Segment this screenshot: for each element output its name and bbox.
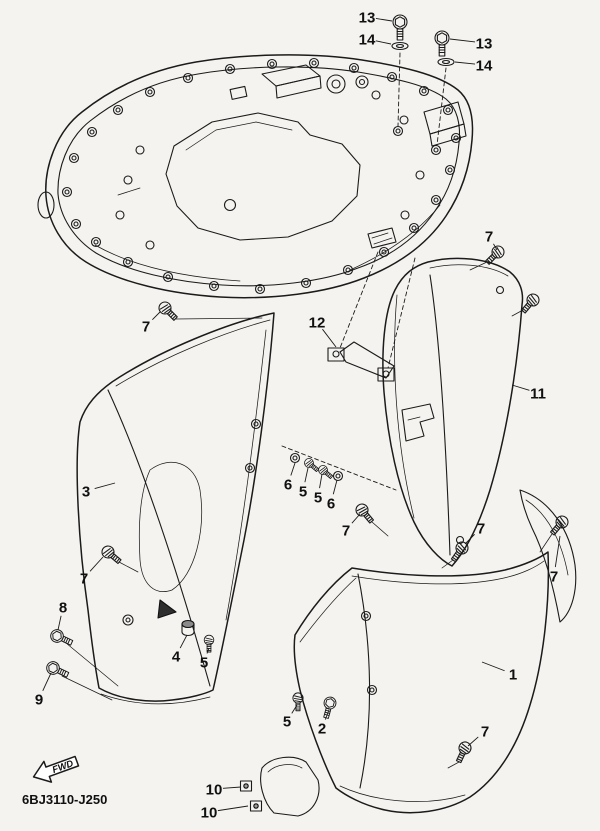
callout-7: 7 [485, 228, 493, 245]
nut-6-glyph [289, 452, 301, 464]
callout-6: 6 [284, 476, 292, 493]
callout-5: 5 [200, 654, 208, 671]
callout-11: 11 [530, 385, 546, 402]
callout-13: 13 [359, 9, 376, 26]
callout-13: 13 [476, 35, 493, 52]
bolt-13-glyph [434, 30, 450, 57]
callout-7: 7 [550, 568, 558, 585]
orientation-mark [157, 599, 177, 619]
leader-line [206, 647, 210, 654]
leader-line [89, 556, 104, 572]
leader-line [449, 38, 476, 43]
fwd-arrow: FWD [32, 755, 80, 783]
callout-6: 6 [327, 495, 335, 512]
washer-14-glyph [437, 57, 455, 67]
leader-line [351, 513, 361, 524]
callout-12: 12 [309, 314, 326, 331]
bolt-2-glyph [319, 695, 338, 720]
screw-5-glyph [302, 456, 321, 475]
leader-line [375, 40, 392, 45]
side-cover-port-3 [76, 312, 275, 705]
callout-7: 7 [80, 570, 88, 587]
clip-nut-10-glyph [239, 780, 253, 792]
callout-9: 9 [35, 691, 43, 708]
callout-3: 3 [82, 483, 90, 500]
clip-nut-10-glyph [249, 800, 263, 812]
bottom-corner-piece [260, 756, 320, 817]
side-cover-starboard-11 [382, 257, 524, 567]
callout-14: 14 [359, 31, 376, 48]
callout-4: 4 [172, 648, 181, 665]
leader-line [454, 61, 476, 65]
callout-2: 2 [318, 720, 326, 737]
leader-line [481, 661, 505, 672]
mount-bracket-12 [327, 341, 395, 382]
leader-line [554, 535, 561, 568]
callout-8: 8 [59, 599, 67, 616]
assembly-line-bolt13a [397, 52, 401, 127]
leader-line [464, 534, 475, 545]
bottom-cover-1 [293, 551, 550, 814]
callout-7: 7 [481, 723, 489, 740]
leader-line [94, 482, 116, 490]
assembly-line-bracket-right [387, 257, 416, 369]
leader-line [217, 805, 249, 812]
fwd-arrow-shape [32, 755, 80, 783]
leader-line [179, 634, 188, 649]
part-code: 6BJ3110-J250 [22, 792, 107, 807]
bottom-cowling-pan [37, 54, 474, 299]
leader-line [304, 467, 309, 483]
screw-5-glyph [203, 634, 215, 653]
callout-7: 7 [477, 520, 485, 537]
assembly-line-fasteners [281, 445, 397, 491]
bolt-13-glyph [392, 14, 408, 41]
leader-line [291, 704, 298, 714]
leader-line [152, 311, 161, 320]
leader-line [290, 462, 296, 476]
callout-1: 1 [509, 666, 517, 683]
fwd-label: FWD [51, 758, 75, 776]
leader-line [511, 384, 530, 391]
bolt-8-glyph [48, 627, 75, 650]
leader-line [324, 709, 330, 720]
leader-line [493, 243, 498, 251]
screw-7-glyph [547, 512, 572, 538]
leader-line [467, 736, 479, 747]
leader-line [375, 17, 393, 22]
leader-line [222, 786, 242, 789]
leader-line [57, 615, 62, 631]
cover-edge-panel [519, 489, 577, 623]
assembly-line-bracket-left [339, 251, 379, 349]
screw-5-glyph [316, 463, 335, 482]
leader-line [332, 479, 338, 495]
leader-line [42, 672, 52, 692]
callout-10: 10 [201, 804, 218, 821]
leader-line [322, 328, 337, 348]
nut-6-glyph [332, 470, 344, 482]
callout-leader-lines [42, 17, 561, 812]
screw-7-glyph [352, 500, 377, 526]
leader-line [319, 473, 323, 489]
washer-14-glyph [391, 41, 409, 51]
callout-7: 7 [342, 522, 350, 539]
callout-5: 5 [283, 713, 291, 730]
callout-10: 10 [206, 781, 223, 798]
callout-5: 5 [299, 483, 307, 500]
assembly-line-bolt13b [436, 67, 447, 146]
callout-7: 7 [142, 318, 150, 335]
callout-5: 5 [314, 489, 322, 506]
screw-7-glyph [98, 542, 124, 567]
grommet-4-glyph [181, 619, 195, 637]
callout-14: 14 [476, 57, 493, 74]
attachment-lines [61, 261, 553, 769]
